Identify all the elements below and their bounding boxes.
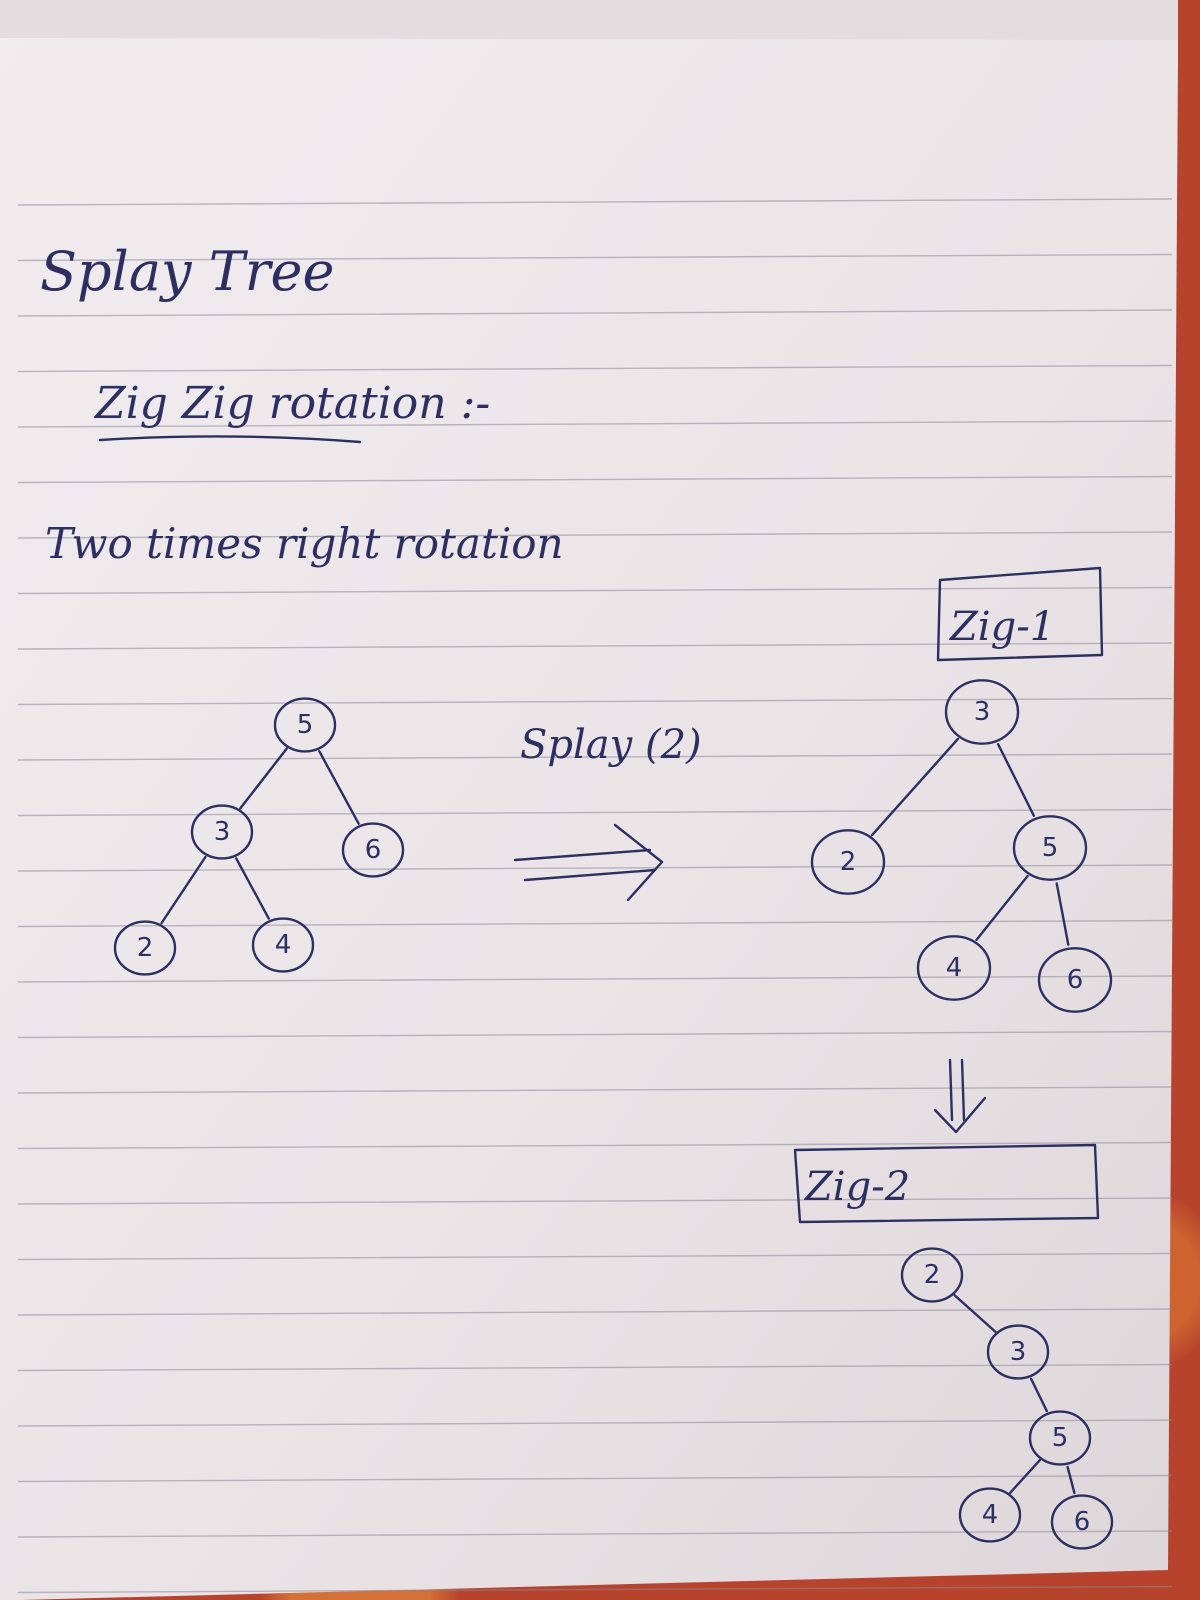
tree-node-label: 4 xyxy=(982,1500,999,1530)
ruled-line xyxy=(17,1086,1173,1094)
ruled-line xyxy=(17,364,1173,373)
zig2-label: Zig-2 xyxy=(803,1164,910,1210)
tree-node-circle xyxy=(1028,1410,1092,1466)
tree-node-label: 3 xyxy=(1010,1337,1027,1367)
paper-binding xyxy=(0,0,1178,40)
tree-edge xyxy=(1029,1377,1049,1413)
tree-after-zig1: 3 2 5 4 6 xyxy=(810,679,1113,1013)
ruled-line xyxy=(17,1030,1173,1039)
tree-edge xyxy=(870,737,960,837)
ruled-line xyxy=(17,1474,1173,1483)
tree-node-circle xyxy=(1037,947,1113,1013)
tree-node-circle xyxy=(190,804,254,860)
tree-edge xyxy=(1066,1465,1076,1495)
zig2-box xyxy=(793,1143,1100,1224)
tree-node-label: 2 xyxy=(840,847,857,877)
tree-node-label: 3 xyxy=(214,817,231,847)
operation-label: Splay (2) xyxy=(520,722,702,768)
tree-edge xyxy=(953,1293,997,1334)
tree-node-circle xyxy=(916,935,992,1001)
tree-edge xyxy=(1055,882,1070,946)
zig1-box xyxy=(936,566,1104,662)
ruled-line xyxy=(17,198,1173,206)
tree-node-label: 5 xyxy=(1052,1423,1069,1453)
tree-node-label: 6 xyxy=(365,835,382,865)
tree-edge xyxy=(318,750,360,825)
ruled-line xyxy=(17,531,1173,539)
ruled-line xyxy=(17,1585,1173,1594)
ruled-line xyxy=(17,420,1173,428)
tree-node-label: 4 xyxy=(946,953,963,983)
tree-edge xyxy=(160,855,207,925)
ruled-line xyxy=(17,1252,1173,1261)
tree-node-circle xyxy=(341,822,405,878)
ruled-line xyxy=(17,642,1173,650)
ruled-line xyxy=(17,808,1173,817)
ruled-line xyxy=(17,1141,1173,1150)
tree-node-circle xyxy=(986,1324,1050,1380)
ruled-line xyxy=(17,697,1173,706)
ruled-line xyxy=(17,253,1173,262)
tree-after-zig2: 2 3 5 4 6 xyxy=(900,1247,1114,1550)
tree-node-label: 6 xyxy=(1074,1507,1091,1537)
ruled-line xyxy=(17,1530,1173,1538)
arrow-right xyxy=(513,823,664,902)
ruled-line xyxy=(17,309,1173,317)
arrow-down xyxy=(933,1058,987,1134)
tree-node-circle xyxy=(251,917,315,973)
tree-node-circle xyxy=(1050,1494,1114,1550)
ruled-line xyxy=(17,1363,1173,1372)
ruled-line xyxy=(17,753,1173,761)
tree-node-circle xyxy=(810,829,886,895)
tree-node-label: 6 xyxy=(1067,965,1084,995)
tree-node-circle xyxy=(900,1247,964,1303)
tree-edge xyxy=(235,857,270,920)
subheading-underline xyxy=(98,435,362,444)
tree-node-circle xyxy=(113,920,177,976)
tree-edge xyxy=(239,747,288,810)
heading: Splay Tree xyxy=(40,240,334,303)
zig1-label: Zig-1 xyxy=(948,604,1055,650)
ruled-line xyxy=(17,1419,1173,1427)
ruled-line xyxy=(17,1308,1173,1316)
ruled-line xyxy=(17,975,1173,983)
tree-edge xyxy=(996,742,1036,818)
tree-node-circle xyxy=(273,697,337,753)
subheading: Zig Zig rotation :- xyxy=(93,378,490,429)
tree-node-label: 5 xyxy=(1042,833,1059,863)
tree-initial: 5 3 6 2 4 xyxy=(113,697,405,976)
tree-node-circle xyxy=(958,1487,1022,1543)
ruled-line xyxy=(17,586,1173,595)
ruled-line xyxy=(17,475,1173,484)
tree-node-label: 4 xyxy=(275,930,292,960)
ruled-line xyxy=(17,864,1173,872)
tree-node-circle xyxy=(944,679,1020,745)
tree-node-label: 2 xyxy=(137,933,154,963)
tree-node-circle xyxy=(1012,815,1088,881)
tree-edge xyxy=(975,874,1029,942)
ruled-line xyxy=(17,919,1173,928)
tree-node-label: 5 xyxy=(297,710,314,740)
tree-edge xyxy=(1008,1458,1042,1495)
description: Two times right rotation xyxy=(45,519,564,568)
ruled-line xyxy=(17,1197,1173,1205)
tree-node-label: 2 xyxy=(924,1260,941,1290)
ruled-lines xyxy=(17,198,1173,1594)
tree-node-label: 3 xyxy=(974,697,991,727)
